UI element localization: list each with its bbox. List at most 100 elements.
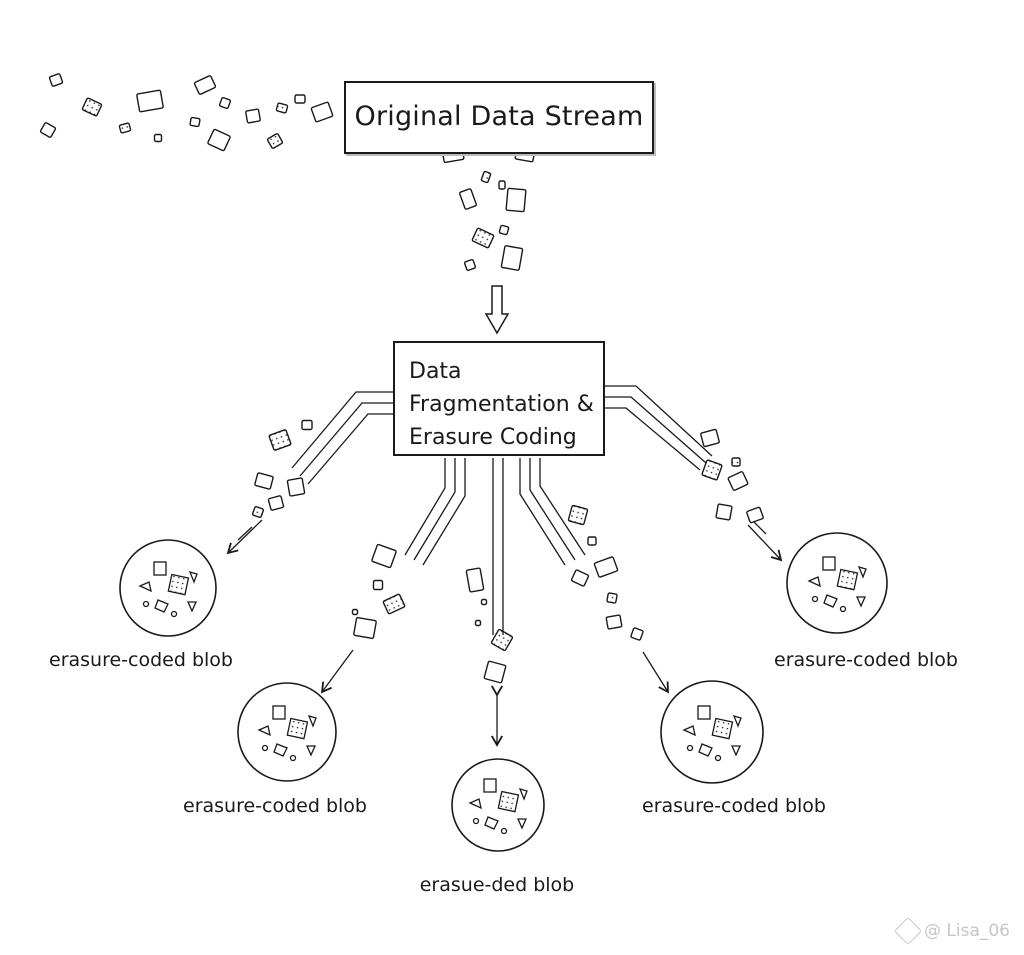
fragment: [732, 715, 742, 728]
fragment: [153, 561, 167, 576]
fragment-channel-3: [529, 458, 576, 561]
data-fragment: [483, 660, 507, 684]
data-fragment: [310, 101, 334, 123]
data-fragment: [301, 419, 313, 431]
down-arrow-to-fragmentation: [484, 285, 510, 335]
blob-circle-4: [786, 532, 888, 634]
watermark-text: @ Lisa_06: [923, 921, 1010, 941]
data-fragment: [498, 180, 506, 190]
data-fragment: [570, 569, 590, 587]
fragment-channel-0: [291, 391, 393, 469]
fragment: [273, 743, 288, 757]
fragment-channels: [291, 385, 713, 635]
data-fragment: [605, 614, 623, 630]
fragment: [714, 754, 722, 762]
fragment: [154, 599, 169, 613]
data-fragment: [463, 258, 477, 272]
arrow-to-blob-1: [226, 519, 263, 555]
blob-label-center: erasue-ded blob: [419, 874, 575, 896]
fragment: [698, 743, 713, 757]
blob-contents-3: [682, 705, 742, 762]
fragment: [261, 744, 269, 752]
data-fragment: [593, 556, 619, 578]
data-fragment: [294, 94, 306, 104]
data-fragment: [136, 89, 164, 113]
dotted-data-fragment: [268, 429, 292, 451]
watermark: @ Lisa_06: [893, 916, 1010, 946]
fragment: [305, 745, 317, 757]
dotted-data-fragment: [118, 122, 132, 134]
fragment: [686, 744, 694, 752]
data-fragment: [153, 133, 163, 143]
dotted-data-fragment: [382, 593, 406, 615]
fragment: [468, 798, 482, 810]
blob-circle-1: [237, 682, 337, 782]
arrow-to-blob-5: [747, 524, 783, 562]
original-data-stream-label: Original Data Stream: [354, 101, 644, 132]
data-fragment: [267, 495, 285, 511]
dotted-data-fragment: [266, 133, 284, 149]
fragment: [855, 596, 867, 608]
dotted-data-fragment: [490, 628, 514, 652]
fragment: [289, 754, 297, 762]
dotted-fragment: [497, 790, 520, 813]
fragment: [170, 610, 178, 618]
dotted-fragment: [711, 717, 734, 740]
fragment-channel-3: [539, 458, 586, 556]
data-fragment: [254, 472, 274, 490]
fragment: [186, 601, 198, 613]
blob-circle-3: [660, 680, 764, 784]
fragment: [682, 725, 696, 737]
data-fragment: [498, 224, 510, 236]
blob-contents-2: [468, 778, 528, 835]
arrow-to-blob-2: [320, 649, 354, 694]
data-fragment: [474, 619, 482, 627]
dotted-data-fragment: [567, 504, 589, 526]
dotted-fragment: [167, 573, 190, 596]
data-fragment: [286, 477, 306, 497]
arrow-to-blob-4: [642, 651, 669, 694]
dotted-data-fragment: [731, 457, 741, 467]
fragment: [500, 827, 508, 835]
data-fragment: [727, 471, 749, 491]
fragment-channel-1: [413, 458, 456, 561]
blob-label-right: erasure-coded blob: [642, 795, 826, 817]
blob-circle-2: [451, 758, 545, 852]
data-fragment: [505, 187, 527, 213]
fragment: [807, 576, 821, 588]
fragment-channel-4: [605, 396, 707, 464]
dotted-data-fragment: [251, 505, 265, 519]
dotted-fragment: [286, 717, 309, 740]
original-data-stream-box: Original Data Stream: [344, 81, 654, 154]
dotted-data-fragment: [471, 227, 495, 249]
fragment: [730, 745, 742, 757]
fragmentation-erasure-coding-label: Data Fragmentation & Erasure Coding: [409, 359, 594, 450]
blob-contents-4: [807, 556, 867, 613]
data-fragment: [500, 245, 524, 271]
dotted-data-fragment: [701, 459, 723, 481]
dotted-data-fragment: [275, 102, 289, 114]
dotted-data-fragment: [606, 592, 618, 604]
data-fragment: [218, 96, 232, 110]
data-fragment: [351, 608, 359, 616]
fragment-channel-1: [404, 458, 446, 556]
fragment-channel-3: [519, 458, 566, 566]
dotted-fragment: [836, 568, 859, 591]
fragment: [142, 600, 150, 608]
fragment-channel-4: [605, 385, 713, 457]
fragment-channel-1: [422, 458, 466, 566]
blob-contents-1: [257, 705, 317, 762]
blob-circle-0: [119, 539, 217, 637]
data-fragment: [459, 188, 477, 210]
data-fragment: [245, 108, 261, 124]
fragment: [839, 605, 847, 613]
data-fragment: [48, 73, 64, 87]
fragment: [138, 581, 152, 593]
fragment: [483, 778, 497, 793]
fragment-channel-0: [299, 402, 393, 477]
data-fragment: [207, 128, 231, 152]
fragment: [257, 725, 271, 737]
fragment: [518, 788, 528, 801]
